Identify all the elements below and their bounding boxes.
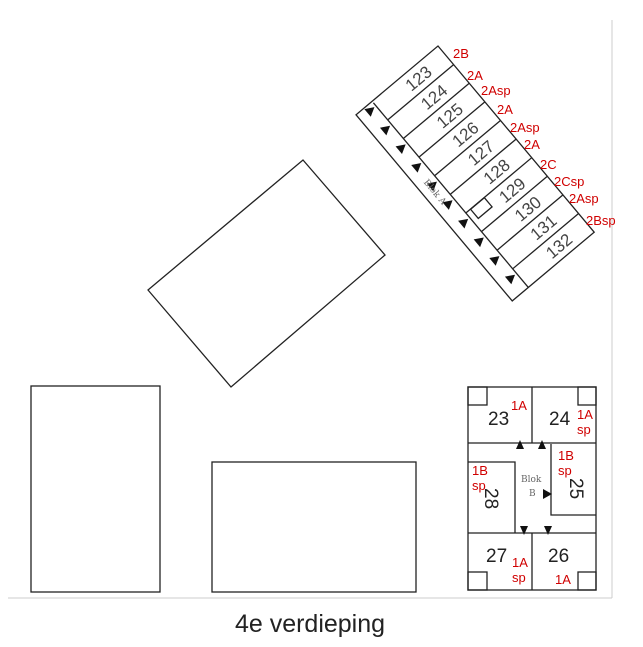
entrance-arrow-icon (411, 163, 422, 173)
unit-type: 2Csp (554, 174, 584, 189)
unit-divider (512, 213, 579, 270)
floor-title: 4e verdieping (235, 610, 385, 638)
building-rotated-center (147, 159, 386, 388)
entrance-arrow-icon (473, 237, 484, 248)
entrance-arrow-icon (544, 526, 552, 535)
unit-type: 2A (524, 137, 540, 152)
entrance-arrow-icon (442, 200, 453, 210)
unit-divider (387, 64, 455, 121)
entrance-arrow-icon (458, 218, 469, 229)
unit-type: 1A (577, 407, 593, 422)
building-bottom (211, 461, 417, 593)
entrance-arrow-icon (538, 440, 546, 449)
unit-type: 2Asp (510, 120, 540, 135)
blok-a-shaft (469, 196, 493, 220)
unit-type: 1B (558, 448, 574, 463)
unit-divider (418, 101, 486, 158)
entrance-arrow-icon (364, 107, 375, 117)
unit-number: 24 (549, 409, 571, 430)
unit-divider (449, 138, 517, 195)
unit-type: 2C (540, 157, 557, 172)
unit-divider (481, 175, 548, 233)
entrance-arrow-icon (379, 125, 391, 136)
unit-type: 2A (497, 102, 513, 117)
blok-b-label: Blok (521, 475, 542, 485)
unit-type: 2Bsp (586, 213, 616, 228)
unit-number: 26 (548, 546, 569, 567)
unit-number: 28 (480, 488, 501, 509)
unit-number: 23 (488, 409, 509, 430)
unit-type: 1A (512, 555, 528, 570)
unit-type: 1A (555, 572, 571, 587)
blok-a-outline (355, 45, 596, 302)
unit-divider (434, 119, 501, 177)
unit-type: sp (558, 463, 572, 478)
entrance-arrow-icon (543, 489, 552, 499)
unit-divider (496, 194, 564, 251)
building-left (30, 385, 161, 593)
entrance-arrow-icon (489, 256, 500, 266)
entrance-arrow-icon (426, 181, 437, 192)
blok-b: Blok B 23 1A 24 1A sp 25 1B sp 26 1A 27 … (467, 386, 597, 591)
unit-type: sp (472, 478, 486, 493)
unit-divider (402, 82, 470, 140)
blok-a-corridor-wall (372, 102, 529, 288)
unit-type: 2Asp (481, 83, 511, 98)
unit-type: 2B (453, 46, 469, 61)
unit-type: 2Asp (569, 191, 599, 206)
unit-number: 25 (565, 478, 586, 499)
unit-type: sp (512, 570, 526, 585)
unit-number: 27 (486, 546, 507, 567)
unit-type: 1A (511, 398, 527, 413)
entrance-arrow-icon (504, 274, 516, 285)
entrance-arrow-icon (516, 440, 524, 449)
unit-type: 1B (472, 463, 488, 478)
entrance-arrow-icon (520, 526, 528, 535)
entrance-arrow-icon (395, 144, 406, 155)
blok-b-label: B (529, 489, 536, 499)
unit-type: sp (577, 422, 591, 437)
unit-type: 2A (467, 68, 483, 83)
